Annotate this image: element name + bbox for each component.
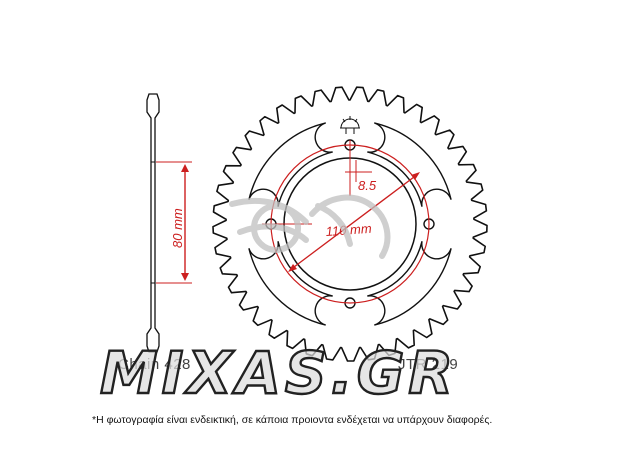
pcd-dimension: 110 mm [288,172,420,272]
disclaimer-note: *Η φωτογραφία είναι ενδεικτική, σε κάποι… [92,414,493,426]
bolt-hole-dimension: 8.5 [345,160,377,193]
part-number-label: JTR 219 [398,356,459,373]
height-dimension-label: 80 mm [170,208,185,248]
sprocket-front-view: 110 mm 8.5 [212,86,488,362]
pcd-dimension-label: 110 mm [325,221,372,239]
height-dimension: 80 mm [156,161,192,284]
motorcycle-watermark-icon [229,194,391,259]
gear-logo-icon [340,116,360,134]
lightening-window [248,122,333,207]
chain-label: Chain 428 [118,356,191,373]
bolt-hole-dimension-label: 8.5 [358,178,377,193]
sprocket-side-profile [146,93,160,353]
lightening-window [367,122,452,207]
lightening-windows [248,122,452,326]
lightening-window [367,241,452,326]
lightening-window [248,241,333,326]
